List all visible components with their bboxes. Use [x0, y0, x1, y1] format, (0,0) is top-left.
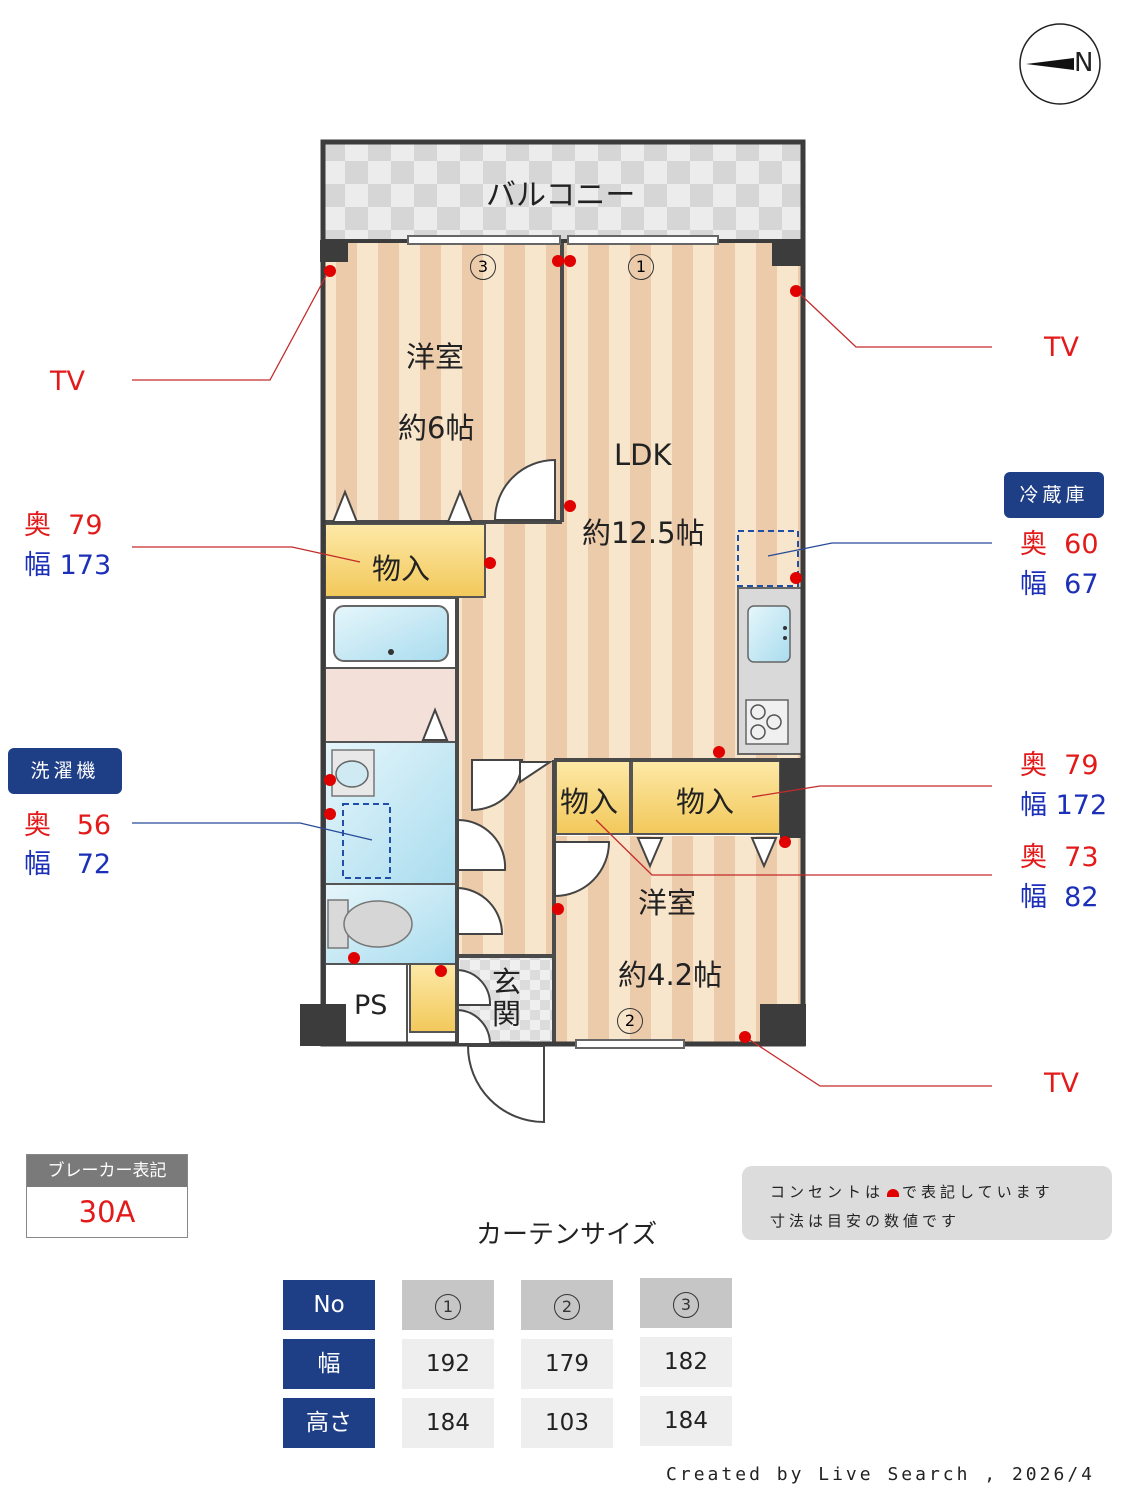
- curtain-height-3: 184: [640, 1396, 732, 1446]
- washer-badge: 洗濯機: [8, 748, 122, 794]
- storage-right-a-box: [555, 759, 631, 835]
- western2-name: 洋室: [638, 886, 697, 920]
- curtain-header-no: No: [283, 1280, 375, 1330]
- western1-size: 約6帖: [398, 411, 475, 445]
- breaker-value: 30A: [78, 1195, 136, 1229]
- fridge-badge: 冷蔵庫: [1004, 472, 1104, 518]
- curtain-width-3: 182: [640, 1337, 732, 1387]
- ldk-name: LDK: [614, 438, 672, 472]
- storage-right-a-width: 幅 172: [1020, 790, 1108, 821]
- balcony-label: バルコニー: [486, 178, 636, 213]
- storage-left-label: 物入: [372, 552, 431, 586]
- compass-north-label: N: [1074, 48, 1094, 78]
- compass: N: [1018, 22, 1102, 106]
- kitchen-sink: [747, 605, 791, 663]
- storage-left-width: 幅 173: [24, 550, 112, 581]
- toilet: [343, 900, 413, 948]
- washer-depth: 奥 56: [24, 810, 112, 841]
- note-line1-a: コンセントは: [770, 1183, 885, 1201]
- fridge-width: 幅 67: [1020, 569, 1099, 600]
- washer-width: 幅 72: [24, 849, 112, 880]
- curtain-width-2: 179: [521, 1339, 613, 1389]
- credit-text: Created by Live Search , 2026/4: [666, 1464, 1095, 1485]
- tv-label-right-bottom: TV: [1044, 1068, 1079, 1099]
- curtain-width-1: 192: [402, 1339, 494, 1389]
- storage-right-b-width: 幅 82: [1020, 882, 1099, 913]
- outlet-note: コンセントはで表記しています 寸法は目安の数値です: [742, 1166, 1112, 1240]
- window-mark-1: 1: [628, 254, 654, 280]
- curtain-col-3: 3: [640, 1278, 732, 1328]
- storage-left-depth: 奥 79: [24, 510, 103, 541]
- storage-right-b-label: 物入: [676, 785, 735, 819]
- bathtub: [333, 605, 449, 662]
- storage-right-b-depth: 奥 73: [1020, 842, 1099, 873]
- curtain-row-height-label: 高さ: [283, 1398, 375, 1448]
- fridge-space: [737, 530, 799, 587]
- ps-label: PS: [354, 990, 388, 1021]
- curtain-title: カーテンサイズ: [476, 1220, 658, 1250]
- window-mark-3: 3: [470, 254, 496, 280]
- curtain-row-width-label: 幅: [283, 1339, 375, 1389]
- ldk-size: 約12.5帖: [582, 516, 705, 550]
- shoe-storage: [409, 963, 457, 1033]
- storage-right-a-label: 物入: [560, 785, 619, 819]
- fridge-depth: 奥 60: [1020, 529, 1099, 560]
- curtain-col-1: 1: [402, 1280, 494, 1330]
- entrance-label: 玄関: [492, 965, 522, 1031]
- western2-size: 約4.2帖: [618, 958, 723, 992]
- floor-plan: [132, 139, 992, 1124]
- compass-arrow-icon: [1019, 23, 1101, 105]
- breaker-box: ブレーカー表記 30A: [26, 1154, 188, 1238]
- tv-label-right-top: TV: [1044, 332, 1079, 363]
- washer-space: [342, 803, 391, 879]
- tv-label-left: TV: [50, 366, 85, 397]
- note-line1-b: で表記しています: [902, 1183, 1054, 1201]
- storage-right-a-depth: 奥 79: [1020, 750, 1099, 781]
- curtain-height-1: 184: [402, 1398, 494, 1448]
- curtain-col-2: 2: [521, 1280, 613, 1330]
- window-mark-2: 2: [617, 1008, 643, 1034]
- curtain-height-2: 103: [521, 1398, 613, 1448]
- outlet-symbol-icon: [887, 1188, 900, 1197]
- breaker-title: ブレーカー表記: [27, 1155, 187, 1187]
- note-line2: 寸法は目安の数値です: [770, 1212, 961, 1230]
- western1-name: 洋室: [406, 340, 465, 374]
- balcony-floor: [325, 143, 803, 241]
